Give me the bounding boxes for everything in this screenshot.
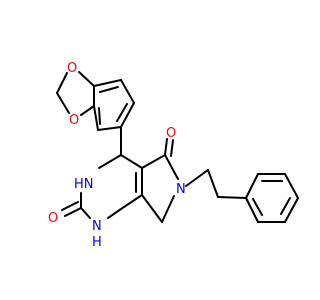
bond-ph-4	[284, 197, 299, 223]
pyrimidinone-ring	[80, 154, 143, 219]
atom-o-dioxole-bottom: O	[69, 113, 79, 128]
bond-ar-2	[120, 79, 135, 104]
bond-o-top-ar	[78, 71, 95, 87]
bond-ar-inner-1	[99, 86, 119, 93]
dioxole-ring	[56, 71, 95, 116]
bond-ch2-ch2	[207, 169, 219, 198]
structure-svg: O O O O HN N H N	[48, 61, 299, 250]
urea-carbonyl	[61, 201, 82, 217]
bond-ch2-o-bottom	[56, 92, 70, 114]
bond-c4a-c5	[141, 154, 166, 169]
bond-c2-n1	[80, 207, 91, 219]
ketone-carbonyl	[164, 138, 174, 157]
bond-ph-inner-3	[252, 198, 263, 216]
bond-c7-c7a	[141, 194, 163, 223]
bond-c2-o	[64, 207, 82, 217]
atom-o-urea: O	[48, 211, 58, 226]
molecule-diagram: O O O O HN N H N	[48, 61, 299, 250]
bond-ar-1	[93, 79, 122, 87]
pyrrolidinone-ring	[141, 154, 179, 223]
atom-h-bottom: H	[92, 235, 102, 250]
bond-c5-o-double	[170, 139, 174, 157]
atom-nh-top: HN	[74, 177, 94, 192]
bond-ph-3	[284, 173, 299, 199]
atom-n-bottom: N	[92, 219, 102, 234]
bond-c5-o	[164, 138, 168, 156]
bond-o-bottom-ar	[80, 105, 95, 116]
atom-o-dioxole-top: O	[67, 61, 77, 76]
bond-c4-c4a	[120, 154, 143, 169]
bond-ph-inner-2	[280, 197, 291, 215]
bond-ph-6	[245, 197, 259, 223]
bond-ar-inner-3	[98, 107, 101, 125]
atom-n-pyrrolidine: N	[176, 182, 186, 197]
bond-ar-3	[120, 102, 135, 128]
phenethyl-chain	[185, 169, 247, 199]
bond-c2-o-double	[61, 201, 79, 211]
bond-c7a-c4a-single	[120, 194, 143, 210]
bond-ar-5	[93, 105, 99, 131]
bond-ch2-ph	[217, 196, 247, 199]
bond-n6-c7	[161, 195, 175, 223]
bond-c4-n3	[98, 154, 122, 169]
bond-ph-1	[245, 173, 259, 199]
bond-ch2-o-top	[56, 72, 68, 94]
bond-ar-inner-2	[116, 103, 128, 122]
benzodioxole-benzene-ring	[93, 79, 135, 131]
atom-o-ketone: O	[166, 126, 176, 141]
bond-n6-ch2	[185, 169, 209, 187]
bond-c5-n6	[164, 154, 179, 180]
bond-ar-4	[97, 126, 122, 131]
bond-n1-c7a	[107, 208, 122, 219]
phenyl-ring	[245, 173, 299, 223]
